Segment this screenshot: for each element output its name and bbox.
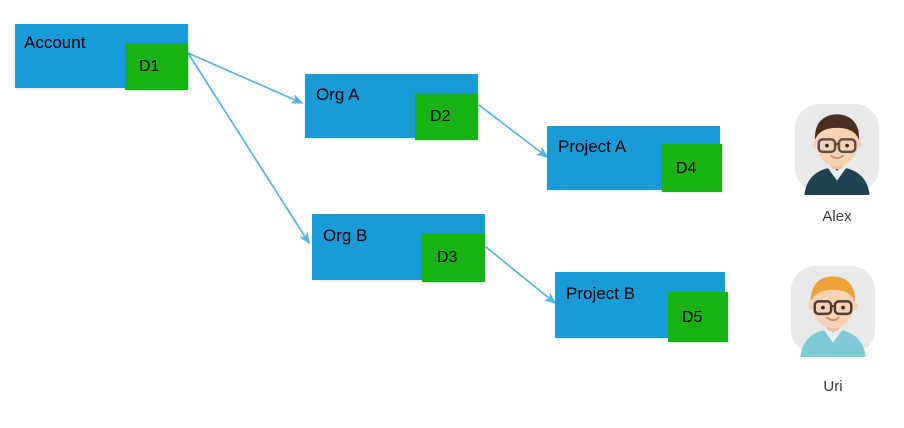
edge-org-a-to-project-a xyxy=(478,104,549,159)
person-alex[interactable] xyxy=(789,100,885,196)
person-uri[interactable] xyxy=(785,262,881,358)
datastore-box-d3[interactable] xyxy=(422,233,485,282)
edge-account-to-org-a xyxy=(187,52,304,104)
edge-account-to-org-b xyxy=(187,52,310,245)
datastore-label-d3: D3 xyxy=(437,249,458,266)
node-label-project-a: Project A xyxy=(558,137,627,156)
datastore-box-d5[interactable] xyxy=(668,292,728,342)
node-label-account: Account xyxy=(24,33,86,52)
avatar-uri-icon xyxy=(790,265,876,358)
node-label-org-b: Org B xyxy=(323,226,368,245)
datastore-box-d4[interactable] xyxy=(662,144,722,192)
avatar-alex-icon xyxy=(794,103,880,196)
edge-org-b-to-project-b xyxy=(485,246,557,305)
datastore-label-d1: D1 xyxy=(139,58,160,75)
person-name-alex: Alex xyxy=(822,208,852,225)
datastore-box-d1[interactable] xyxy=(125,43,188,90)
person-name-uri: Uri xyxy=(823,378,843,395)
datastore-label-d4: D4 xyxy=(676,160,697,177)
node-label-project-b: Project B xyxy=(566,284,635,303)
avatar-alex xyxy=(789,100,885,196)
datastore-label-d2: D2 xyxy=(430,108,451,125)
avatar-uri xyxy=(785,262,881,358)
datastore-box-d2[interactable] xyxy=(415,93,478,140)
datastore-label-d5: D5 xyxy=(682,309,703,326)
node-label-org-a: Org A xyxy=(316,85,360,104)
